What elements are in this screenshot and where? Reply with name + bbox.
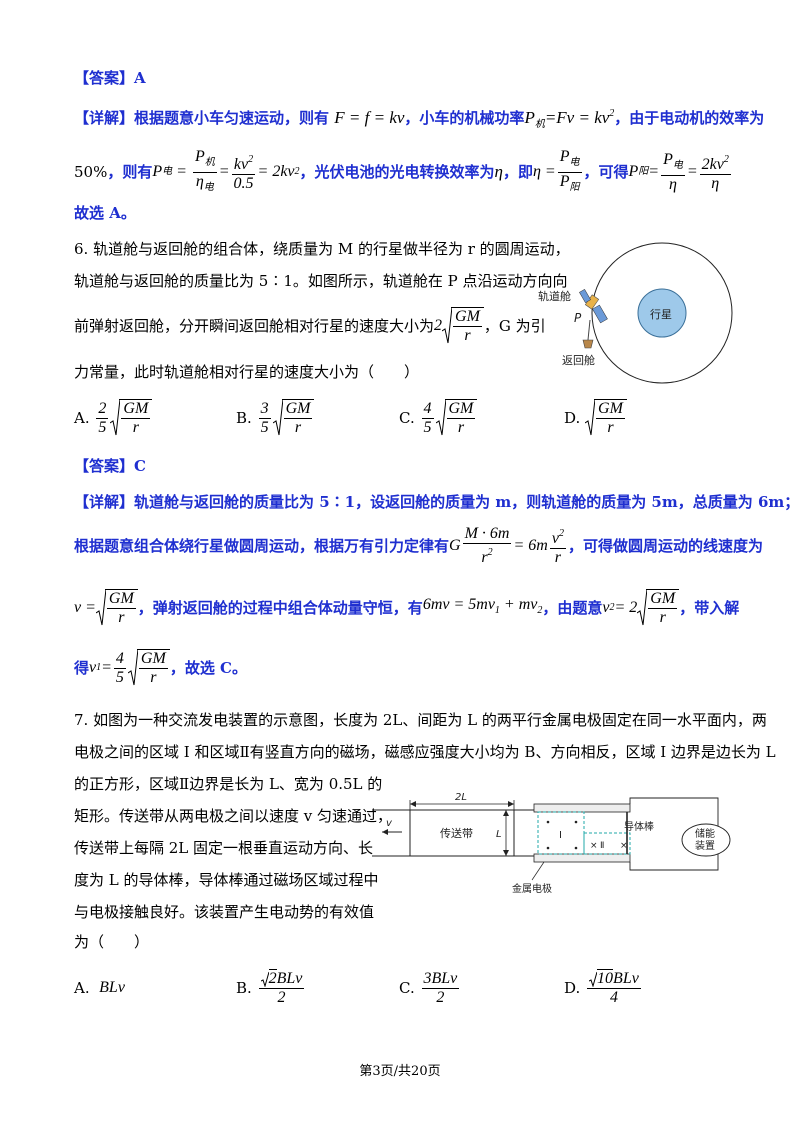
answer-value: A [134, 69, 146, 87]
q6-answer-line: 【答案】C [74, 457, 146, 475]
length-2l-label: 2L [455, 792, 467, 803]
q6-stem-line2: 轨道舱与返回舱的质量比为 5∶1。如图所示，轨道舱在 P 点沿运动方向向 [74, 272, 568, 290]
top-electrode [533, 803, 631, 813]
q7-line3: 的正方形，区域Ⅱ边界是长为 L、宽为 0.5L 的 [74, 775, 383, 793]
planet-label: 行星 [650, 308, 672, 321]
electrode-label: 金属电极 [512, 882, 552, 895]
q5-conclusion: 故选 A。 [74, 204, 136, 222]
bottom-electrode [533, 853, 631, 863]
q7-line7: 与电极接触良好。该装置产生电动势的有效值 [74, 903, 375, 921]
q6-stem-line4: 力常量，此时轨道舱相对行星的速度大小为（ ） [74, 363, 420, 381]
orbiter-spacecraft [579, 288, 608, 324]
q7-option-a[interactable]: A. BLv [74, 979, 125, 997]
capsule [582, 339, 594, 349]
belt-label: 传送带 [440, 826, 473, 840]
region-i-dots [546, 820, 578, 850]
q6-detail-line1: 【详解】轨道舱与返回舱的质量比为 5∶1，设返回舱的质量为 m，则轨道舱的质量为… [74, 493, 800, 511]
region-ii [583, 832, 631, 855]
q6-stem-line1: 6. 轨道舱与返回舱的组合体，绕质量为 M 的行星做半径为 r 的圆周运动， [74, 240, 570, 258]
velocity-label: v [386, 818, 393, 829]
rod-label: 导体棒 [624, 820, 654, 833]
orbiter-label: 轨道舱 [538, 289, 571, 303]
q5-answer-line: 【答案】A [74, 68, 146, 88]
generator-figure: 2L 传送带 v L I × Ⅱ × 导体棒 储能 装置 金属电极 [372, 792, 731, 895]
orbit-circle [591, 242, 733, 384]
q7-line2: 电极之间的区域 I 和区域Ⅱ有竖直方向的磁场，磁感应强度大小均为 B、方向相反，… [74, 743, 776, 761]
storage-label-2: 装置 [695, 839, 715, 852]
page-footer: 第3页/共20页 [359, 1064, 441, 1079]
storage-device [681, 823, 731, 857]
q5-detail-line1: 【详解】根据题意小车匀速运动，则有 F = f = kv，小车的机械功率P机=F… [74, 108, 765, 130]
storage-label-1: 储能 [695, 827, 715, 840]
orbit-figure: 行星 轨道舱 P 返回舱 [538, 242, 733, 384]
q7-line6: 度为 L 的导体棒，导体棒通过磁场区域过程中 [74, 871, 379, 889]
planet [637, 288, 687, 338]
answer-tag: 【答案】 [74, 69, 135, 87]
width-l-label: L [496, 829, 502, 840]
detail-tag: 【详解】 [74, 109, 135, 127]
q7-line4: 矩形。传送带从两电极之间以速度 v 匀速通过， [74, 807, 393, 825]
q7-line5: 传送带上每隔 2L 固定一根垂直运动方向、长 [74, 839, 374, 857]
point-label: P [574, 311, 582, 325]
region-ii-label: Ⅱ [600, 841, 604, 851]
q7-line1: 7. 如图为一种交流发电装置的示意图，长度为 2L、间距为 L 的两平行金属电极… [74, 711, 767, 729]
q7-line8: 为（ ） [74, 933, 150, 951]
svg-text:×: × [590, 841, 598, 851]
svg-text:×: × [620, 841, 628, 851]
capsule-label: 返回舱 [562, 353, 595, 367]
region-i-label: I [559, 830, 562, 841]
